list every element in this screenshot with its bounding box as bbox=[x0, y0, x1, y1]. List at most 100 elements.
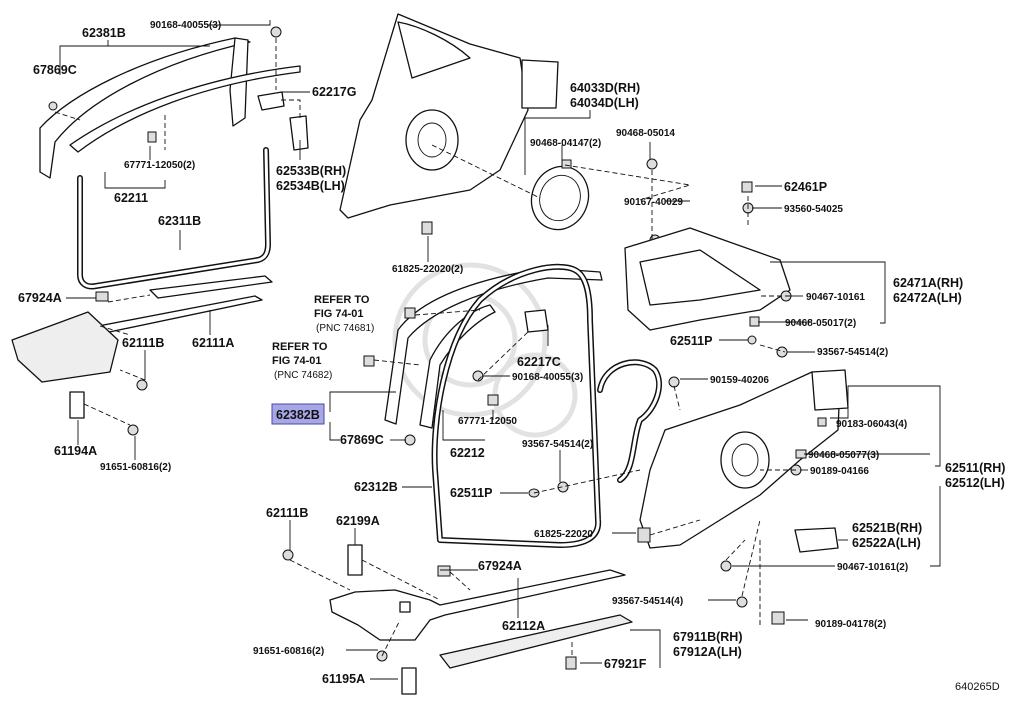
refer-2-pnc: (PNC 74682) bbox=[274, 370, 332, 381]
clip-61825-22020-top[interactable] bbox=[421, 221, 433, 235]
bracket-62217c[interactable] bbox=[524, 309, 549, 333]
clip-67924a-left[interactable] bbox=[95, 291, 109, 302]
clip-90467-10161-lower[interactable] bbox=[720, 560, 732, 572]
quarter-window-trim-62471a[interactable] bbox=[624, 227, 791, 331]
bracket-62199a[interactable] bbox=[347, 544, 363, 576]
label-61825-22020: 61825-22020 bbox=[534, 529, 593, 540]
cowl-side-trim-62111b[interactable] bbox=[11, 311, 119, 383]
refer-1-line-2: FIG 74-01 bbox=[314, 308, 364, 320]
clip-67869c-top[interactable] bbox=[48, 101, 58, 111]
bracket-61194a[interactable] bbox=[69, 391, 85, 419]
wheel-arch-seal-62511p[interactable] bbox=[597, 359, 662, 483]
refer-2-line-1: REFER TO bbox=[272, 341, 328, 353]
label-67911b-rh: 67911B(RH) bbox=[673, 630, 742, 644]
clip-90168-40055-top[interactable] bbox=[270, 26, 282, 38]
label-62533b-rh: 62533B(RH) bbox=[276, 164, 346, 178]
clip-61825-22020-right[interactable] bbox=[637, 527, 651, 543]
clip-refer-74682[interactable] bbox=[363, 355, 375, 367]
label-67869c-b: 67869C bbox=[340, 433, 384, 447]
label-62382b: 62382B bbox=[276, 408, 320, 422]
label-67912a-lh: 67912A(LH) bbox=[673, 645, 742, 659]
label-90468-05014: 90468-05014 bbox=[616, 128, 675, 139]
door-opening-weatherstrip-62311b[interactable] bbox=[77, 147, 271, 290]
screw-93567-54514-center[interactable] bbox=[557, 481, 569, 493]
clip-67921f[interactable] bbox=[565, 656, 577, 670]
scuff-plate-62111a[interactable] bbox=[87, 275, 273, 336]
clip-67869c-center[interactable] bbox=[404, 434, 416, 446]
door-opening-trim-62382b[interactable] bbox=[384, 267, 603, 425]
clip-refer-74681[interactable] bbox=[404, 307, 416, 319]
hinge-bracket-62533b[interactable] bbox=[289, 115, 309, 151]
bracket-62217g[interactable] bbox=[257, 91, 285, 111]
scuff-plate-67911b[interactable] bbox=[439, 614, 633, 669]
label-62511p-a: 62511P bbox=[670, 334, 712, 348]
label-62112a: 62112A bbox=[502, 619, 545, 633]
screw-93567-54514-upper[interactable] bbox=[776, 346, 788, 358]
label-67921f: 67921F bbox=[604, 657, 647, 671]
quarter-trim-upper-64033d[interactable] bbox=[339, 13, 559, 219]
clip-90468-05014[interactable] bbox=[646, 158, 658, 170]
screw-91651-60816-left[interactable] bbox=[127, 424, 139, 436]
label-90467-10161-2: 90467-10161(2) bbox=[837, 562, 908, 573]
quarter-trim-lower-62511[interactable] bbox=[639, 369, 849, 549]
label-67771-12050-2: 67771-12050(2) bbox=[124, 160, 195, 171]
speaker-grille-64033d[interactable] bbox=[523, 158, 598, 237]
label-62199a: 62199A bbox=[336, 514, 380, 528]
rear-kick-trim-62112a[interactable] bbox=[329, 569, 626, 641]
label-91651-60816-2a: 91651-60816(2) bbox=[100, 462, 171, 473]
bracket-61195a[interactable] bbox=[401, 667, 417, 695]
label-93560-54025: 93560-54025 bbox=[784, 204, 843, 215]
clip-90468-04147[interactable] bbox=[561, 159, 572, 169]
label-61825-22020-2: 61825-22020(2) bbox=[392, 264, 463, 275]
figure-code: 640265D bbox=[955, 681, 1000, 693]
label-93567-54514-4: 93567-54514(4) bbox=[612, 596, 683, 607]
clip-67924a-bottom[interactable] bbox=[437, 565, 451, 577]
refer-1-line-1: REFER TO bbox=[314, 294, 370, 306]
label-62111a: 62111A bbox=[192, 336, 234, 350]
label-67771-12050: 67771-12050 bbox=[458, 416, 517, 427]
bolt-62111b-bottom[interactable] bbox=[282, 549, 294, 561]
bolt-62111b-left[interactable] bbox=[136, 379, 148, 391]
clip-90183-06043[interactable] bbox=[817, 417, 827, 427]
clip-90189-04178[interactable] bbox=[771, 611, 785, 625]
plug-90159-40206[interactable] bbox=[668, 376, 680, 388]
label-62312b: 62312B bbox=[354, 480, 398, 494]
label-62522a-lh: 62522A(LH) bbox=[852, 536, 921, 550]
dashed-assembly-lines bbox=[54, 38, 796, 657]
label-62511p-b: 62511P bbox=[450, 486, 492, 500]
pillar-garnish-62212[interactable] bbox=[419, 304, 496, 429]
label-93567-54514-2a: 93567-54514(2) bbox=[817, 347, 888, 358]
plug-62511p-upper[interactable] bbox=[747, 335, 757, 345]
label-67869c-a: 67869C bbox=[33, 63, 77, 77]
label-67924a-b: 67924A bbox=[478, 559, 522, 573]
highlight-62382b bbox=[271, 403, 325, 425]
label-61195a: 61195A bbox=[322, 672, 365, 686]
label-62381b: 62381B bbox=[82, 26, 126, 40]
label-62311b: 62311B bbox=[158, 214, 201, 228]
label-62211: 62211 bbox=[114, 191, 148, 205]
label-90468-05017-2: 90468-05017(2) bbox=[785, 318, 856, 329]
label-62511-rh: 62511(RH) bbox=[945, 461, 1005, 475]
label-90189-04178-2: 90189-04178(2) bbox=[815, 619, 886, 630]
label-90189-04166: 90189-04166 bbox=[810, 466, 869, 477]
clip-90468-05017[interactable] bbox=[749, 316, 760, 327]
label-62217g: 62217G bbox=[312, 85, 356, 99]
label-64034d-lh: 64034D(LH) bbox=[570, 96, 639, 110]
door-opening-weatherstrip-62312b[interactable] bbox=[431, 263, 602, 548]
clip-62461p[interactable] bbox=[741, 181, 753, 193]
clip-67771-12050-center[interactable] bbox=[487, 394, 499, 406]
label-62471a-rh: 62471A(RH) bbox=[893, 276, 963, 290]
pillar-garnish-strip-62211[interactable] bbox=[69, 65, 301, 153]
label-62111b-b: 62111B bbox=[266, 506, 308, 520]
bracket-62521b[interactable] bbox=[794, 527, 839, 553]
label-64033d-rh: 64033D(RH) bbox=[570, 81, 640, 95]
label-62512-lh: 62512(LH) bbox=[945, 476, 1005, 490]
label-62472a-lh: 62472A(LH) bbox=[893, 291, 962, 305]
screw-93567-54514-bottom[interactable] bbox=[736, 596, 748, 608]
label-62212: 62212 bbox=[450, 446, 485, 460]
label-93567-54514-2b: 93567-54514(2) bbox=[522, 439, 593, 450]
refer-1-pnc: (PNC 74681) bbox=[316, 323, 374, 334]
clip-67771-12050-top[interactable] bbox=[147, 131, 157, 143]
